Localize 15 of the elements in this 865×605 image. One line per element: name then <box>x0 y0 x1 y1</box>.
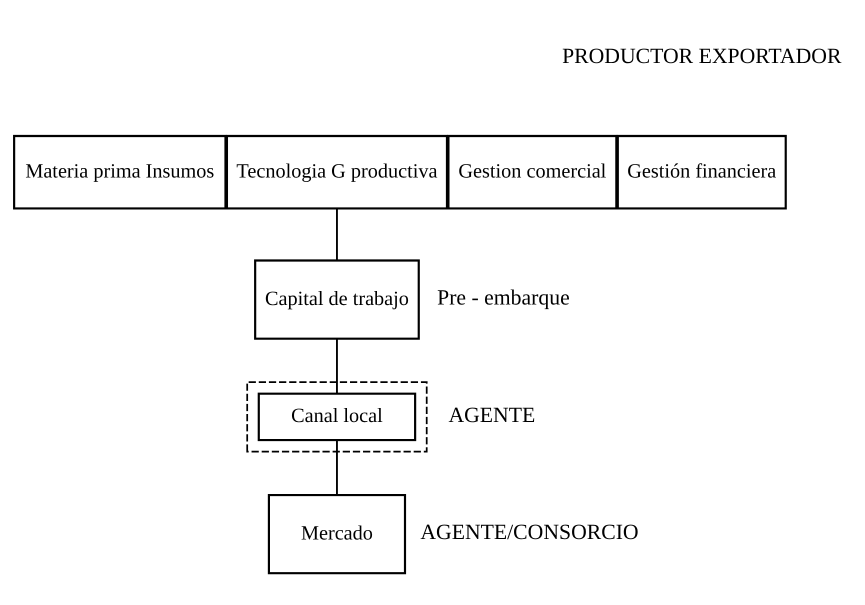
connector <box>336 209 338 260</box>
node-box: Mercado <box>268 494 406 574</box>
node-label: AGENTE <box>448 402 536 427</box>
connector <box>336 440 338 495</box>
label: PRODUCTOR EXPORTADOR <box>562 44 842 68</box>
node-label: Pre - embarque <box>437 286 570 310</box>
connector <box>336 339 338 394</box>
node-box: Capital de trabajo <box>254 259 420 340</box>
node-box: Gestion comercial <box>447 134 618 210</box>
node-box: Gestión financiera <box>616 134 787 210</box>
node-label: AGENTE/CONSORCIO <box>420 520 639 544</box>
node-box: Materia prima Insumos <box>13 134 227 210</box>
node-box: Tecnologia G productiva <box>226 134 448 210</box>
node-box: Canal local <box>258 392 416 442</box>
cluster <box>246 381 428 452</box>
